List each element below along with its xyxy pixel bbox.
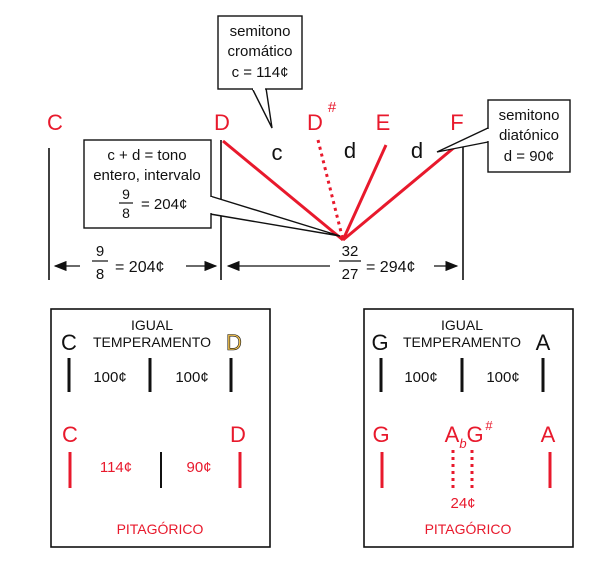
e-fan-line [341,144,388,241]
callout-tono-frac-den: 8 [122,205,130,221]
right-pyt-note-g-sharp: G [466,422,483,447]
callout-tono-box [83,139,212,229]
right-sharp-sign: # [485,418,493,433]
callout-tono-frac-num: 9 [122,186,130,202]
left-interval-num: 9 [96,243,104,260]
left-interval-value: = 204¢ [115,259,164,276]
sharp-sign: # [328,99,337,116]
right-comma-value: 24¢ [450,495,475,512]
right-eq-value-1: 100¢ [404,369,437,386]
left-pyt-note-c: C [62,422,78,447]
callout-cromatico-box [217,15,303,90]
right-box-frame [363,308,574,548]
callout-tono-line1: c + d = tono [107,147,186,164]
left-box-note-d: D [226,330,242,355]
callout-tono-pointer [209,195,341,237]
left-box-footer: PITAGÓRICO [117,521,204,537]
small-d1-label: d [344,138,356,163]
dsharp-fan-line [316,139,345,241]
callout-tono-frac-rest: = 204¢ [141,196,187,213]
left-box-title-2: TEMPERAMENTO [93,334,211,350]
right-pyt-note-a: A [541,422,556,447]
callout-diatonico-line3: d = 90¢ [504,148,554,165]
note-d-label: D [214,110,230,135]
callout-diatonico-line1: semitono [499,107,560,124]
d-fan-line [222,139,344,242]
note-c-label: C [47,110,63,135]
callout-diatonico-pointer [436,127,489,153]
left-box-title-1: IGUAL [131,317,173,333]
small-d2-label: d [411,138,423,163]
note-dsharp-label: D [307,110,323,135]
right-pyt-note-a-flat: A [445,422,460,447]
callout-diatonico-box [487,99,571,173]
right-pyt-note-g: G [372,422,389,447]
left-pyt-value-2: 90¢ [186,459,211,476]
left-eq-value-1: 100¢ [93,369,126,386]
note-f-label: F [450,110,463,135]
right-box-note-a: A [536,330,551,355]
right-interval-value: = 294¢ [366,259,415,276]
right-interval-den: 27 [342,266,359,283]
left-pyt-note-d: D [230,422,246,447]
small-c-label: c [272,140,283,165]
right-box-footer: PITAGÓRICO [425,521,512,537]
callout-cromatico-pointer [251,87,273,129]
callout-tono-line2: entero, intervalo [93,167,201,184]
callout-cromatico-line2: cromático [227,43,292,60]
left-eq-value-2: 100¢ [175,369,208,386]
right-box-note-g: G [371,330,388,355]
right-box-title-1: IGUAL [441,317,483,333]
left-box-frame [50,308,271,548]
flat-sign: b [459,436,466,451]
f-fan-line [342,139,463,242]
right-interval-num: 32 [342,243,359,260]
left-box-note-c: C [61,330,77,355]
left-interval-den: 8 [96,266,104,283]
left-pyt-value-1: 114¢ [100,459,132,476]
callout-cromatico-line1: semitono [230,23,291,40]
right-box-title-2: TEMPERAMENTO [403,334,521,350]
callout-cromatico-line3: c = 114¢ [232,64,289,81]
right-eq-value-2: 100¢ [486,369,519,386]
callout-diatonico-line2: diatónico [499,127,559,144]
note-e-label: E [376,110,391,135]
